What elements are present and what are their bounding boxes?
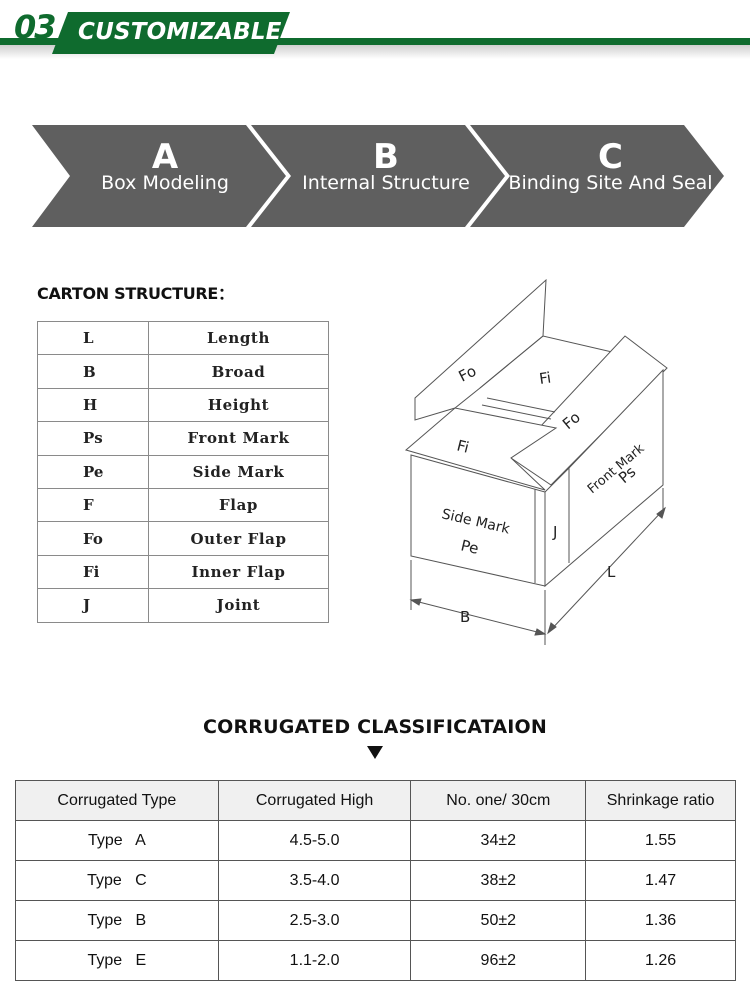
table-cell: Type C xyxy=(15,860,219,901)
dim-l-line xyxy=(547,507,666,634)
corrugated-table: Corrugated Type Corrugated High No. one/… xyxy=(15,780,736,981)
legend-value: Inner Flap xyxy=(148,554,329,590)
left-inner-flap xyxy=(404,407,558,491)
table-row: Type C 3.5-4.0 38±2 1.47 xyxy=(15,860,736,901)
top-back-edge xyxy=(479,335,626,389)
process-steps: A Box Modeling B Internal Structure C Bi… xyxy=(30,125,725,227)
legend-value: Front Mark xyxy=(148,421,329,456)
dim-l-arrow xyxy=(547,622,557,635)
legend-value: Flap xyxy=(148,487,329,523)
label-fi-left: Fi xyxy=(455,436,471,456)
table-cell: 1.47 xyxy=(585,860,736,901)
step-b-chevron xyxy=(251,125,505,227)
section-title: CUSTOMIZABLE xyxy=(78,19,282,45)
table-row: Type E 1.1-2.0 96±2 1.26 xyxy=(15,940,736,981)
legend-value: Length xyxy=(148,320,329,356)
table-cell: 1.36 xyxy=(585,900,736,941)
table-cell: 50±2 xyxy=(410,900,587,941)
step-chevrons xyxy=(32,125,724,227)
table-cell: 1.55 xyxy=(585,820,736,861)
label-joint: J xyxy=(552,523,557,541)
front-face xyxy=(544,368,664,588)
label-dim-l: L xyxy=(607,563,616,581)
legend-value: Height xyxy=(148,387,329,423)
right-outer-flap xyxy=(510,335,668,486)
table-row: Type B 2.5-3.0 50±2 1.36 xyxy=(15,900,736,941)
table-cell: 2.5-3.0 xyxy=(217,900,412,941)
legend-key: Fi xyxy=(37,554,149,590)
step-b-letter: B xyxy=(373,137,399,177)
column-header: No. one/ 30cm xyxy=(410,780,587,821)
step-c-chevron xyxy=(470,125,724,227)
dim-b-arrow xyxy=(409,598,422,606)
label-dim-b: B xyxy=(460,608,470,626)
table-cell: Type A xyxy=(15,820,219,861)
legend-key: L xyxy=(37,320,149,356)
legend-key: Ps xyxy=(37,421,149,456)
legend-value: Outer Flap xyxy=(148,521,329,556)
step-a-chevron xyxy=(32,125,286,227)
step-b: B Internal Structure xyxy=(286,125,486,227)
dim-l-arrow xyxy=(656,506,666,519)
table-cell: 96±2 xyxy=(410,940,587,981)
step-a: A Box Modeling xyxy=(70,125,260,227)
table-cell: 1.1-2.0 xyxy=(217,940,412,981)
dim-b-arrow xyxy=(534,628,547,636)
table-header-row: Corrugated Type Corrugated High No. one/… xyxy=(15,780,736,821)
column-header: Corrugated Type xyxy=(15,780,219,821)
step-a-letter: A xyxy=(151,137,179,177)
header-tab xyxy=(52,12,290,54)
column-header: Corrugated High xyxy=(217,780,412,821)
step-a-label: Box Modeling xyxy=(101,172,229,194)
step-c-label: Binding Site And Seal xyxy=(508,172,713,194)
legend-value: Broad xyxy=(148,354,329,389)
label-fo-top: Fo xyxy=(456,362,480,386)
legend-key: Pe xyxy=(37,454,149,489)
legend-key: Fo xyxy=(37,521,149,556)
section-header: 03 CUSTOMIZABLE xyxy=(0,0,750,60)
table-cell: 38±2 xyxy=(410,860,587,901)
label-pe: Pe xyxy=(459,536,480,558)
legend-key: F xyxy=(37,487,149,523)
legend-value: Joint xyxy=(148,588,329,623)
table-cell: 34±2 xyxy=(410,820,587,861)
header-rule xyxy=(0,38,750,45)
step-c: C Binding Site And Seal xyxy=(503,125,718,227)
fold-line xyxy=(486,397,556,413)
label-fi-top: Fi xyxy=(538,369,552,388)
column-header: Shrinkage ratio xyxy=(585,780,736,821)
table-cell: 4.5-5.0 xyxy=(217,820,412,861)
carton-structure-title: CARTON STRUCTURE： xyxy=(37,284,234,303)
carton-box-diagram: Fo Fi Fo Fi Side Mark Pe J Front Mark Ps… xyxy=(404,278,668,645)
corrugated-title: CORRUGATED CLASSIFICATAION xyxy=(202,716,547,738)
section-number: 03 xyxy=(14,8,57,46)
legend-key: H xyxy=(37,387,149,423)
legend-value: Side Mark xyxy=(148,454,329,489)
step-c-letter: C xyxy=(598,137,623,177)
triangle-down-icon xyxy=(367,746,383,759)
table-cell: 1.26 xyxy=(585,940,736,981)
legend-key: B xyxy=(37,354,149,389)
table-row: Type A 4.5-5.0 34±2 1.55 xyxy=(15,820,736,861)
table-cell: Type B xyxy=(15,900,219,941)
table-cell: Type E xyxy=(15,940,219,981)
table-cell: 3.5-4.0 xyxy=(217,860,412,901)
step-b-label: Internal Structure xyxy=(302,172,470,194)
dim-b-line xyxy=(410,599,546,635)
legend-key: J xyxy=(37,588,149,623)
fold-line xyxy=(481,404,552,420)
